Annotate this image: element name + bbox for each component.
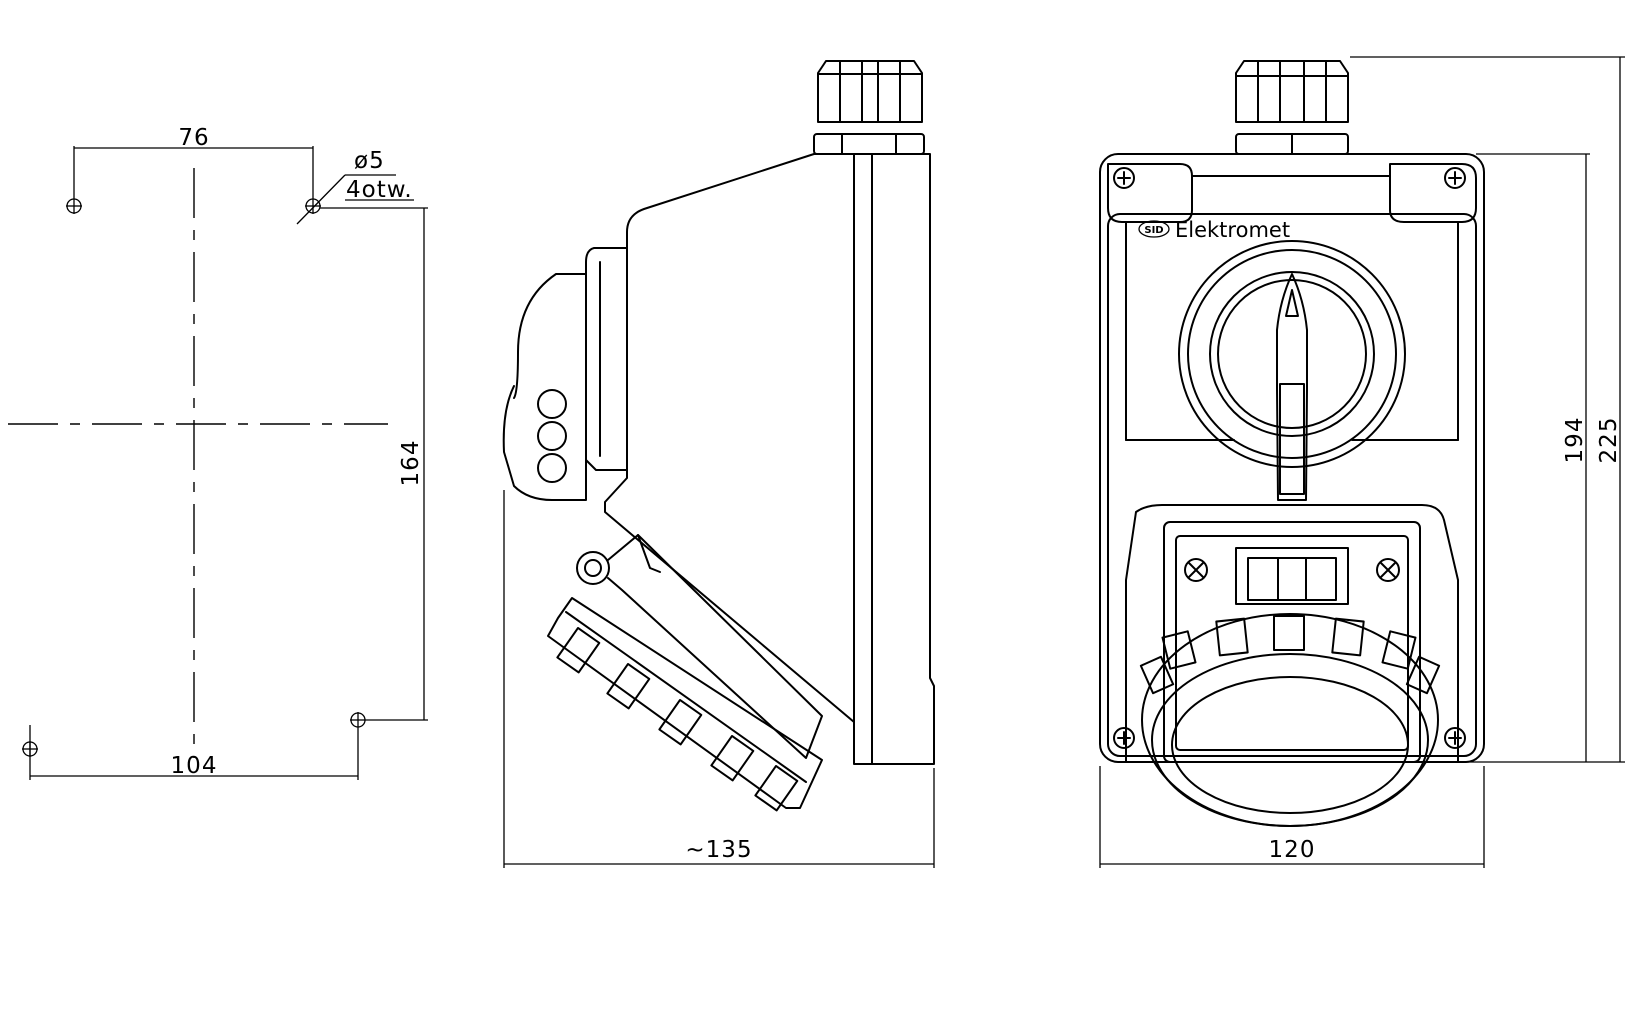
dimension-225-label: 225: [1596, 417, 1622, 464]
enclosure-body: [604, 153, 855, 723]
mounting-hole-view: 76 ø5 4otw. 164 104: [8, 125, 428, 780]
screw: [1184, 558, 1208, 582]
dimension-135-label: ~135: [685, 837, 752, 863]
mounting-hole: [66, 198, 82, 214]
socket-lid: [1139, 613, 1441, 827]
mounting-hole: [305, 198, 321, 214]
socket-lid: [547, 597, 823, 812]
brand-logo: SID: [1138, 220, 1170, 238]
brand-logo-text: SID: [1144, 225, 1163, 236]
hole-diameter-label: ø5: [354, 148, 385, 174]
switch-knob: [502, 247, 628, 501]
cable-gland: [813, 60, 925, 155]
mounting-hole: [350, 712, 366, 728]
hole-count-label: 4otw.: [346, 177, 413, 203]
front-view: SID Elektromet: [1099, 56, 1625, 868]
brand-name: Elektromet: [1175, 218, 1290, 242]
screw: [1113, 167, 1135, 189]
dimension-164-label: 164: [398, 440, 424, 487]
dimension-194-label: 194: [1562, 417, 1588, 464]
screw: [1444, 727, 1466, 749]
hinge: [576, 534, 823, 759]
cable-gland: [1235, 60, 1349, 155]
enclosure-back: [813, 153, 935, 765]
dimension-104-label: 104: [171, 753, 218, 779]
rotary-switch: [1178, 240, 1406, 501]
hole-leader-line: [296, 174, 346, 225]
side-view: ~135: [502, 60, 935, 868]
screw: [1376, 558, 1400, 582]
screw: [1444, 167, 1466, 189]
dimension-76-label: 76: [178, 125, 209, 151]
dimension-120-label: 120: [1269, 837, 1316, 863]
screw: [1113, 727, 1135, 749]
